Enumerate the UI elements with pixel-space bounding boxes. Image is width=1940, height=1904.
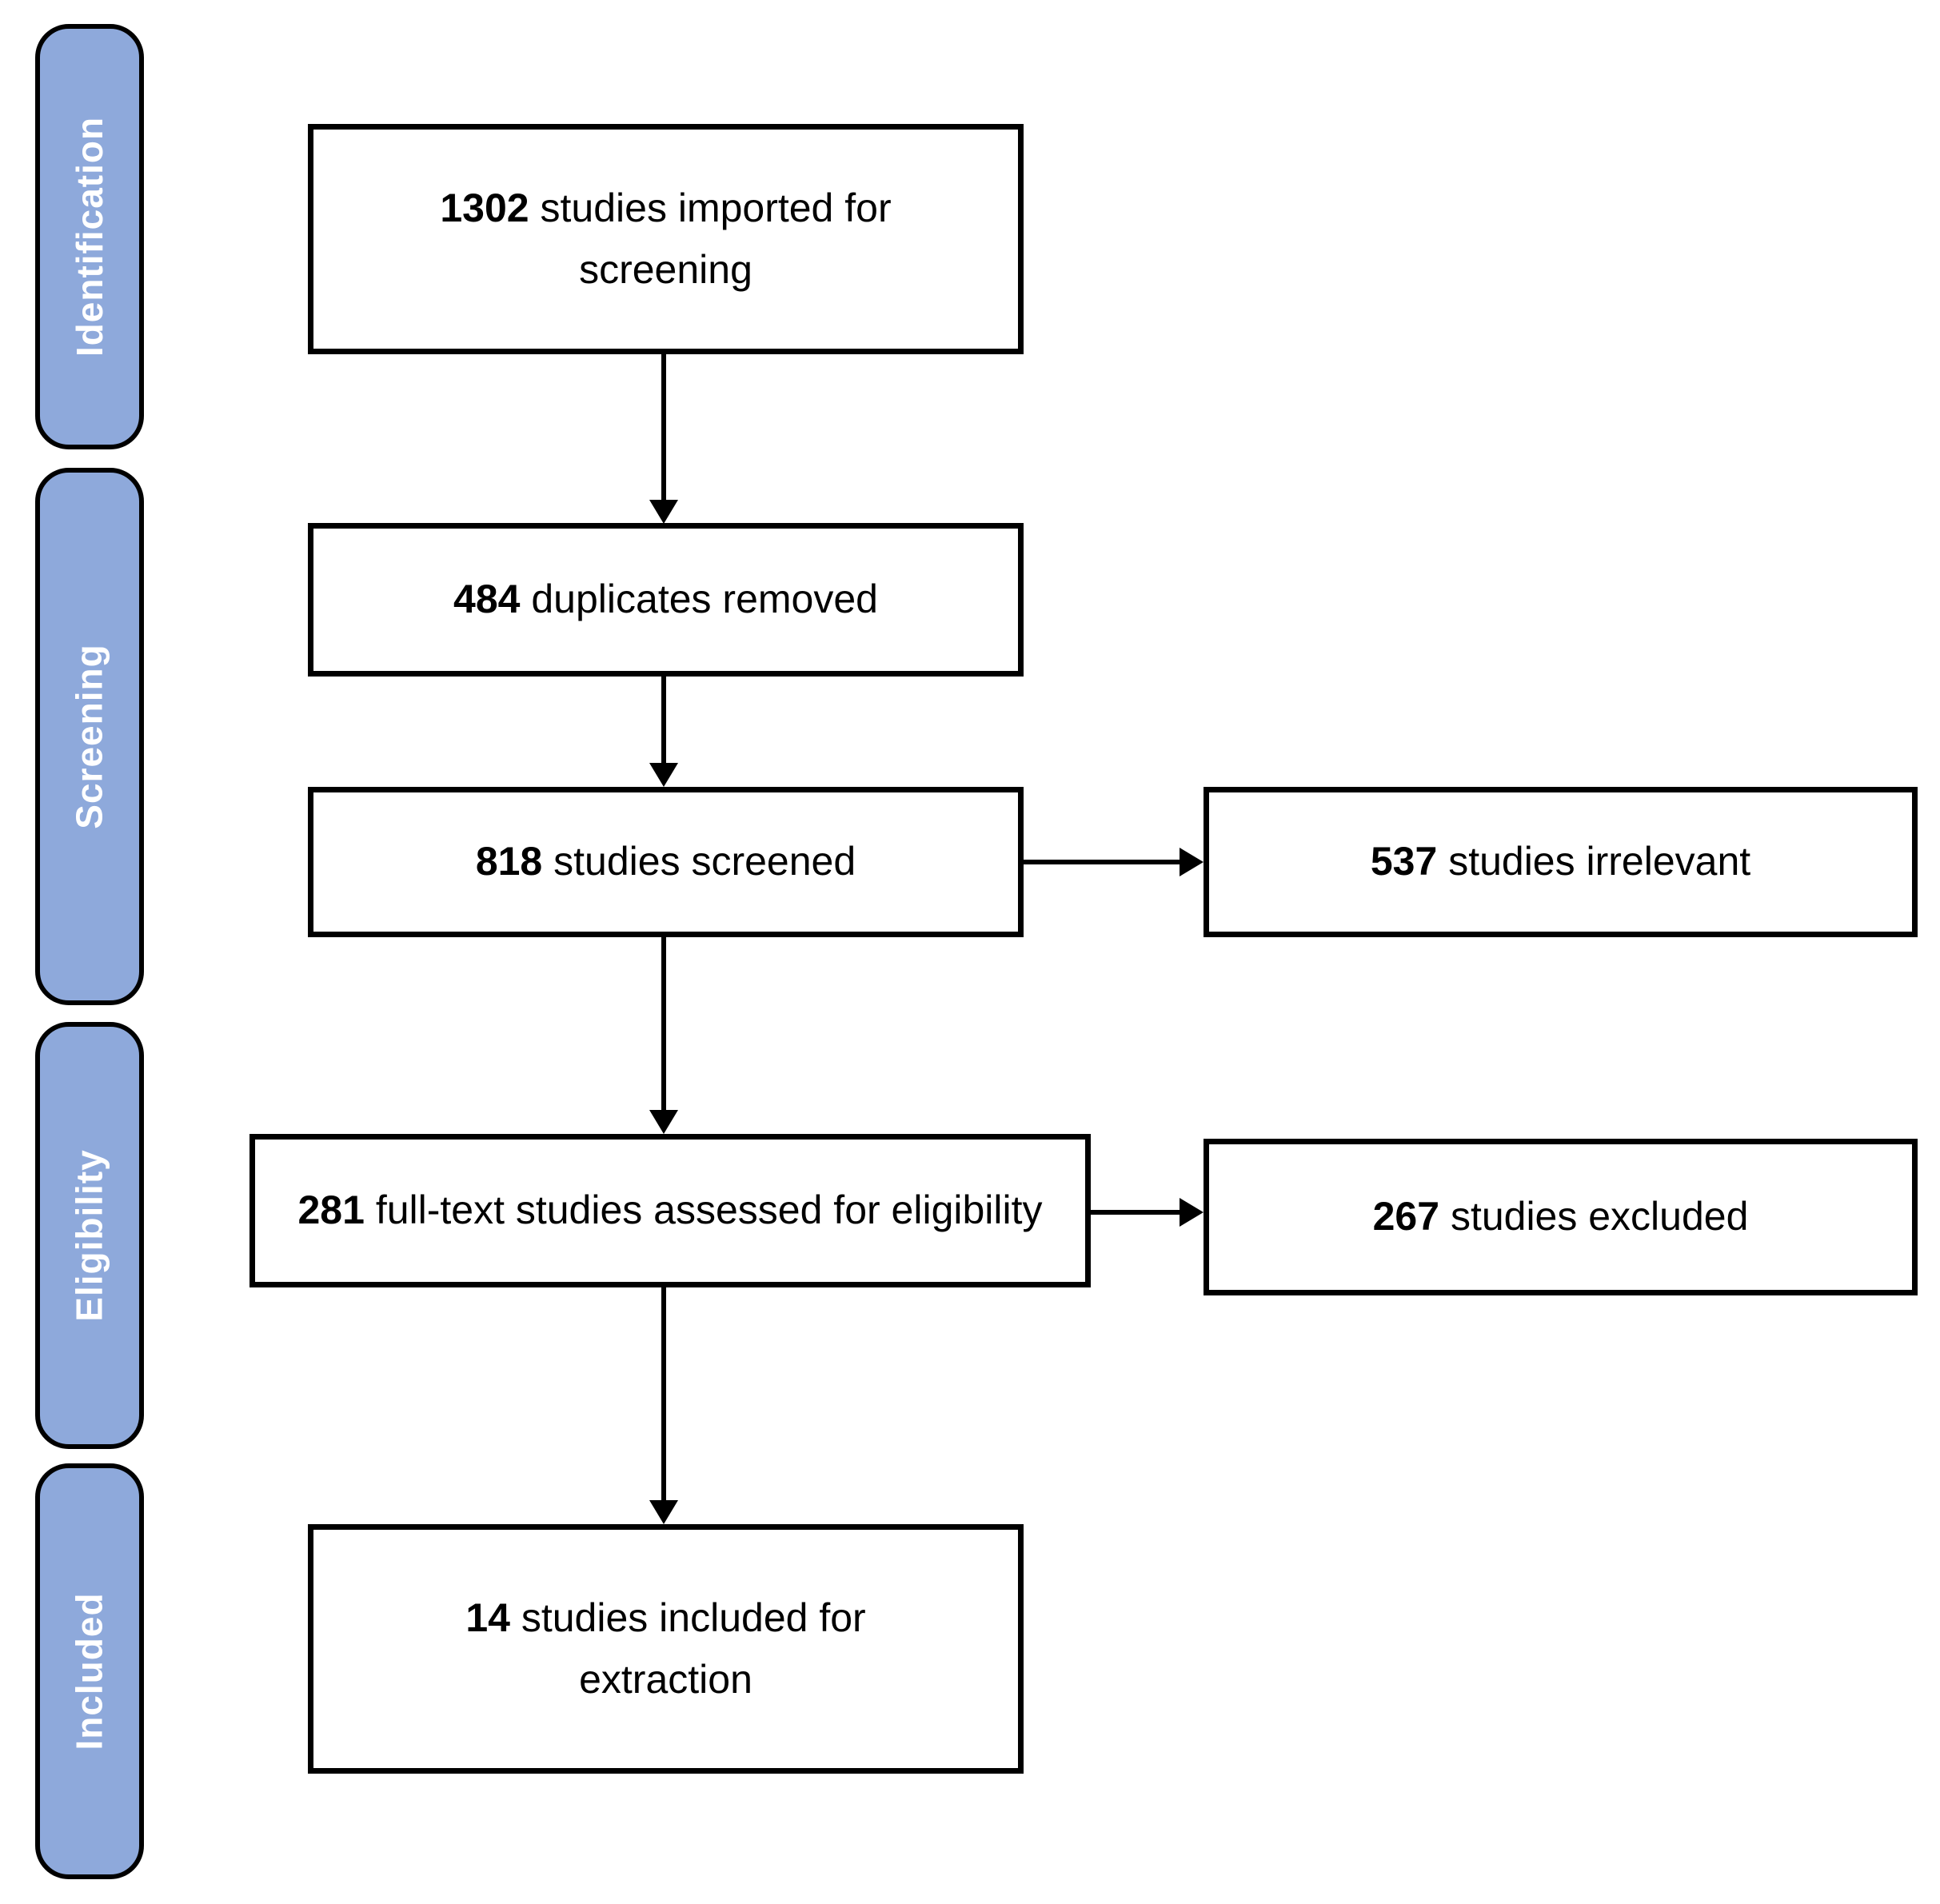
stage-screening: Screening (35, 468, 144, 1005)
arrow-down-icon (649, 763, 678, 787)
box-studies-included-text: 14 studies included for extraction (377, 1587, 954, 1711)
fulltext-label: full-text studies assessed for eligibili… (375, 1188, 1043, 1233)
screened-label: studies screened (553, 839, 856, 884)
imported-label: studies imported for screening (540, 185, 892, 293)
irrelevant-label: studies irrelevant (1448, 839, 1751, 884)
connector-line (1091, 1210, 1180, 1215)
screened-count: 818 (475, 839, 543, 884)
box-studies-imported: 1302 studies imported for screening (308, 124, 1024, 354)
fulltext-count: 281 (297, 1188, 365, 1233)
arrow-right-icon (1180, 1198, 1204, 1227)
arrow-down-icon (649, 500, 678, 524)
box-fulltext-assessed: 281 full-text studies assessed for eligi… (249, 1134, 1091, 1287)
box-studies-excluded-text: 267 studies excluded (1373, 1186, 1749, 1248)
box-studies-irrelevant: 537 studies irrelevant (1204, 787, 1918, 937)
box-studies-screened: 818 studies screened (308, 787, 1024, 937)
connector-line (1024, 860, 1180, 864)
stage-screening-label: Screening (69, 644, 111, 829)
included-count: 14 (465, 1595, 510, 1640)
connector-line (661, 937, 666, 1112)
box-studies-irrelevant-text: 537 studies irrelevant (1371, 831, 1750, 893)
imported-count: 1302 (440, 185, 529, 230)
stage-included: Included (35, 1463, 144, 1879)
irrelevant-count: 537 (1370, 839, 1438, 884)
stage-identification: Identification (35, 24, 144, 449)
box-studies-imported-text: 1302 studies imported for screening (377, 178, 954, 301)
box-fulltext-assessed-text: 281 full-text studies assessed for eligi… (297, 1180, 1042, 1242)
box-duplicates-removed-text: 484 duplicates removed (453, 569, 878, 631)
excluded-count: 267 (1372, 1194, 1440, 1239)
included-label: studies included for extraction (521, 1595, 866, 1702)
box-studies-screened-text: 818 studies screened (476, 831, 856, 893)
duplicates-count: 484 (453, 577, 521, 622)
stage-identification-label: Identification (69, 116, 111, 357)
arrow-down-icon (649, 1110, 678, 1134)
duplicates-label: duplicates removed (531, 577, 878, 622)
connector-line (661, 677, 666, 764)
stage-eligibility: Eligibility (35, 1022, 144, 1449)
connector-line (661, 1287, 666, 1502)
stage-eligibility-label: Eligibility (69, 1149, 110, 1322)
arrow-down-icon (649, 1500, 678, 1524)
box-studies-excluded: 267 studies excluded (1204, 1139, 1918, 1295)
stage-included-label: Included (69, 1592, 110, 1750)
connector-line (661, 354, 666, 501)
arrow-right-icon (1180, 848, 1204, 876)
box-duplicates-removed: 484 duplicates removed (308, 523, 1024, 677)
box-studies-included: 14 studies included for extraction (308, 1524, 1024, 1774)
excluded-label: studies excluded (1450, 1194, 1749, 1239)
